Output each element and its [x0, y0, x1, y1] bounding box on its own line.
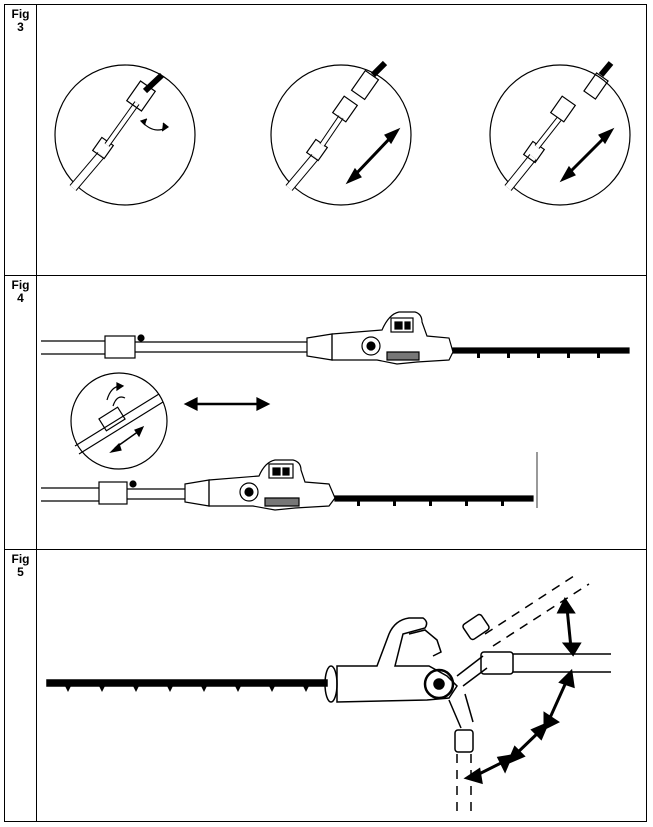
lock-detail-circle-4: [70, 372, 168, 470]
figure-label-3: Fig 3: [5, 5, 37, 275]
angle-arrows: [463, 597, 582, 785]
motor-head: [324, 617, 458, 703]
extend-arrow: [183, 397, 271, 411]
figure-number: 3: [17, 20, 24, 34]
figure-row-4: Fig 4: [5, 276, 646, 550]
figure-3-illustration: [37, 5, 646, 275]
trimmer-extended: [41, 311, 630, 365]
pole-horizontal: [456, 651, 611, 687]
figure-4-illustration: [37, 276, 646, 549]
figure-label-4: Fig 4: [5, 276, 37, 549]
figure-prefix: Fig: [11, 7, 30, 21]
figure-prefix: Fig: [11, 278, 30, 292]
figure-label-5: Fig 5: [5, 550, 37, 822]
pole-angled-up: [484, 573, 590, 647]
lock-detail-circle-3: [489, 61, 631, 206]
figure-row-5: Fig 5: [5, 550, 646, 822]
cutting-blade: [46, 679, 328, 692]
figure-table: Fig 3: [4, 4, 647, 822]
lock-detail-circle-2: [270, 60, 412, 206]
figure-4-svg: [41, 311, 630, 511]
figure-5-svg: [46, 573, 611, 812]
figure-number: 5: [17, 565, 24, 579]
trimmer-retracted: [41, 452, 538, 511]
figure-3-svg: [54, 60, 631, 206]
pole-angled-down: [448, 693, 474, 812]
figure-5-illustration: [37, 550, 646, 822]
figure-prefix: Fig: [11, 552, 30, 566]
figure-number: 4: [17, 291, 24, 305]
figure-row-3: Fig 3: [5, 5, 646, 276]
lock-detail-circle-1: [54, 64, 196, 206]
